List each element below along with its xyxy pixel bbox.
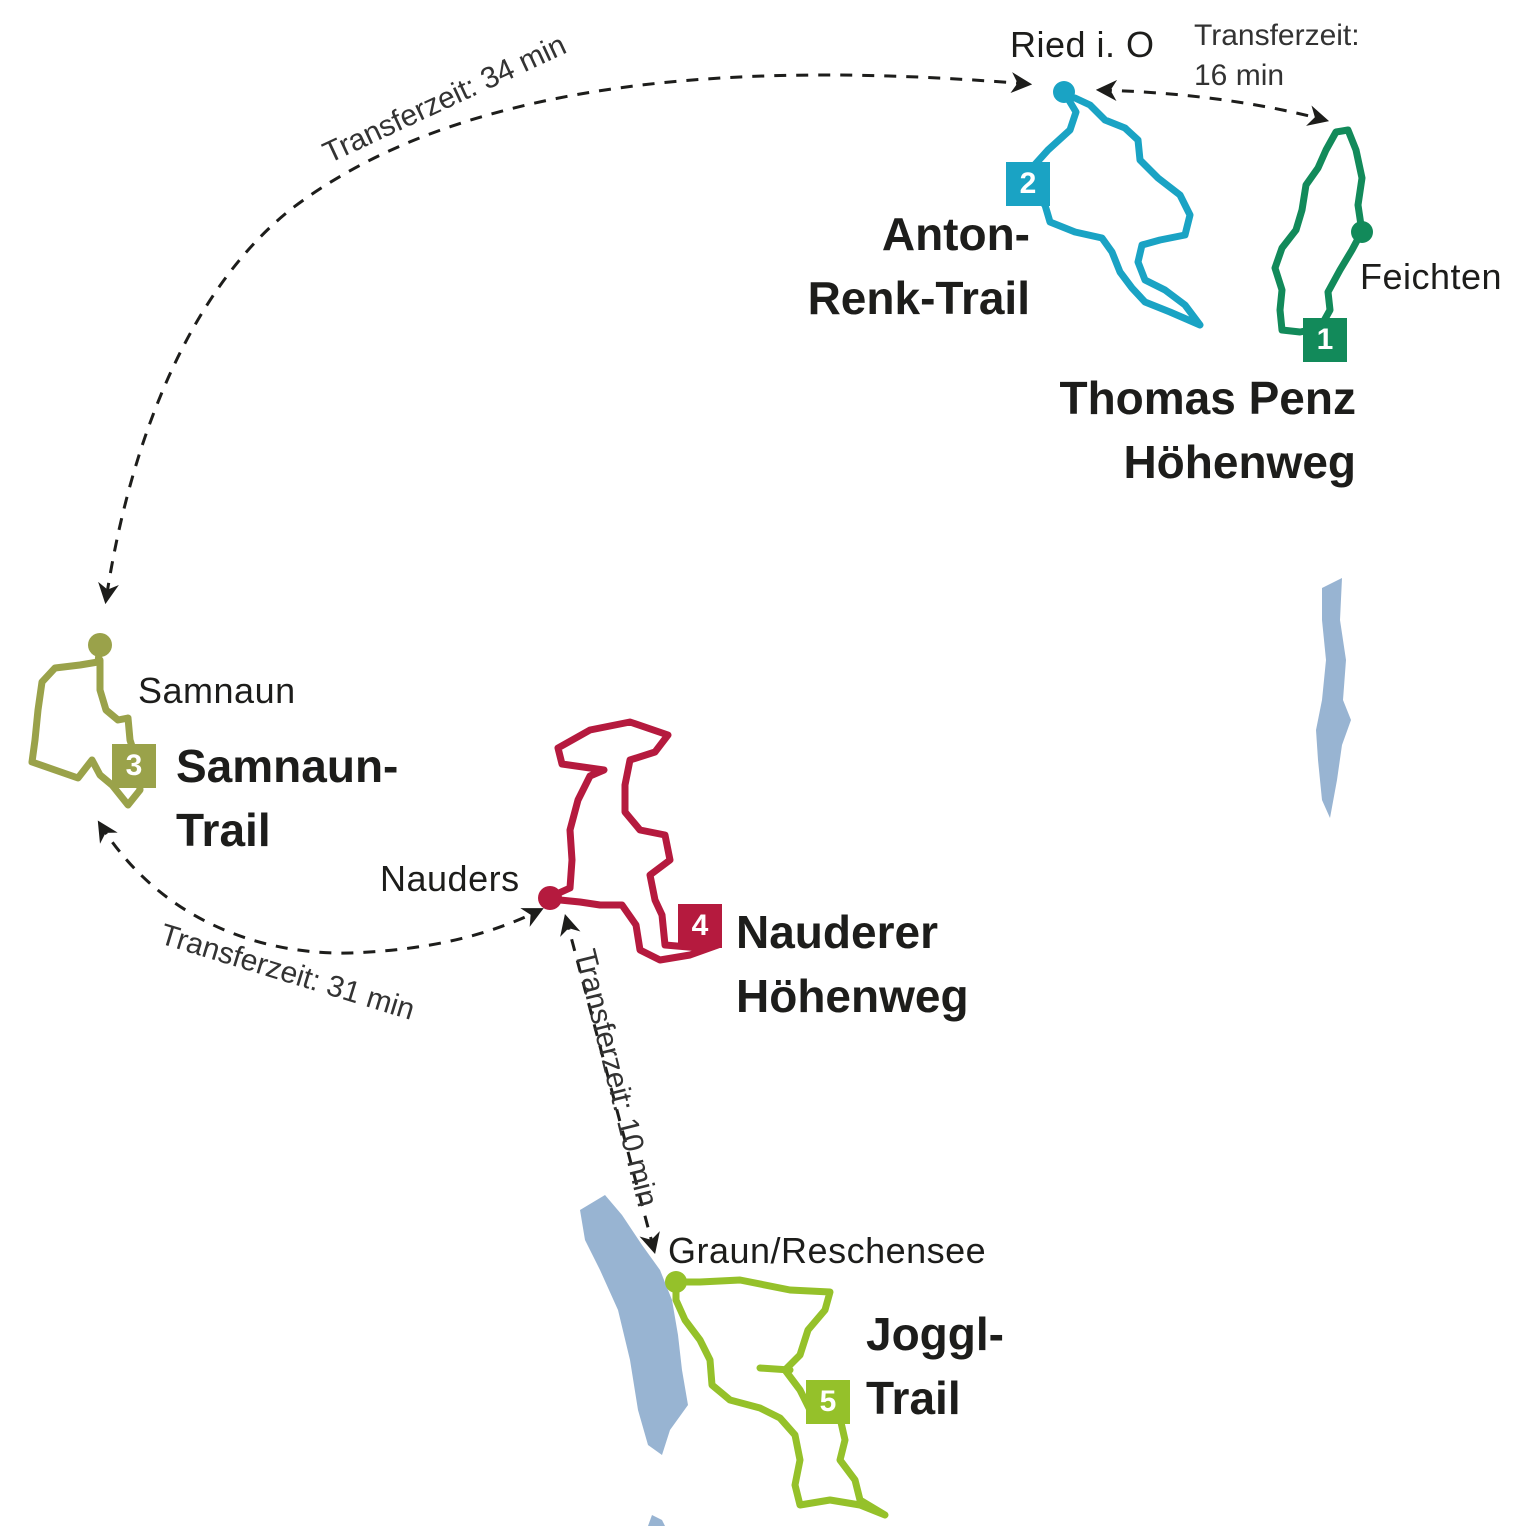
trail-4-name: Nauderer Höhenweg: [736, 900, 969, 1028]
trail-1-name: Thomas Penz Höhenweg: [1059, 366, 1356, 494]
trail-4-name-line2: Höhenweg: [736, 970, 969, 1022]
trail-1-name-line1: Thomas Penz: [1059, 372, 1356, 424]
place-nauders: Nauders: [380, 858, 520, 899]
trail-2-route: [1026, 88, 1204, 329]
transfer-arrow-nauders-graun: [560, 913, 660, 1255]
trail-1-badge: 1: [1303, 318, 1347, 362]
trail-5-route: [672, 1276, 889, 1519]
trail-5-name-line2: Trail: [866, 1372, 961, 1424]
trail-5-name-line1: Joggl-: [866, 1308, 1004, 1360]
trail-1-name-line2: Höhenweg: [1123, 436, 1356, 488]
graun-start-marker: [665, 1271, 687, 1293]
trail-3-badge: 3: [112, 744, 156, 788]
trail-5-badge: 5: [806, 1380, 850, 1424]
trail-2-name-line2: Renk-Trail: [807, 272, 1030, 324]
trail-2-name: Anton- Renk-Trail: [808, 202, 1030, 330]
trail-3-name-line2: Trail: [176, 804, 271, 856]
trail-4-name-line1: Nauderer: [736, 906, 938, 958]
trail-3-route: [28, 641, 144, 809]
samnaun-start-marker: [88, 633, 112, 657]
transfer-arrow-ried-samnaun: [98, 72, 1033, 605]
place-feichten: Feichten: [1360, 256, 1503, 297]
place-ried: Ried i. O: [1010, 24, 1155, 65]
place-samnaun: Samnaun: [138, 670, 296, 711]
trail-4-route: [544, 718, 722, 964]
trail-1-route: [1271, 126, 1366, 336]
transfer-arrow-samnaun-nauders: [97, 820, 544, 955]
trail-5-name: Joggl- Trail: [866, 1302, 1004, 1430]
transfer-label-ried-feichten: Transferzeit: 16 min: [1194, 16, 1360, 96]
trail-3-name: Samnaun- Trail: [176, 734, 398, 862]
transfer-arrow-ried-feichten: [1095, 79, 1330, 126]
trail-2-badge: 2: [1006, 162, 1050, 206]
lake-reschensee: [580, 1195, 688, 1455]
transfer-label-ried-feichten-line1: Transferzeit:: [1194, 19, 1360, 52]
nauders-start-marker: [538, 886, 562, 910]
feichten-start-marker: [1351, 221, 1373, 243]
place-graun: Graun/Reschensee: [668, 1230, 987, 1271]
trail-3-name-line1: Samnaun-: [176, 740, 399, 792]
lake-east: [1316, 578, 1351, 818]
transfer-label-ried-feichten-line2: 16 min: [1194, 59, 1285, 92]
trail-5-spur: [756, 1364, 794, 1374]
ried-start-marker: [1053, 81, 1075, 103]
lake-south: [648, 1515, 665, 1526]
trail-2-name-line1: Anton-: [881, 208, 1030, 260]
trail-4-badge: 4: [678, 904, 722, 948]
